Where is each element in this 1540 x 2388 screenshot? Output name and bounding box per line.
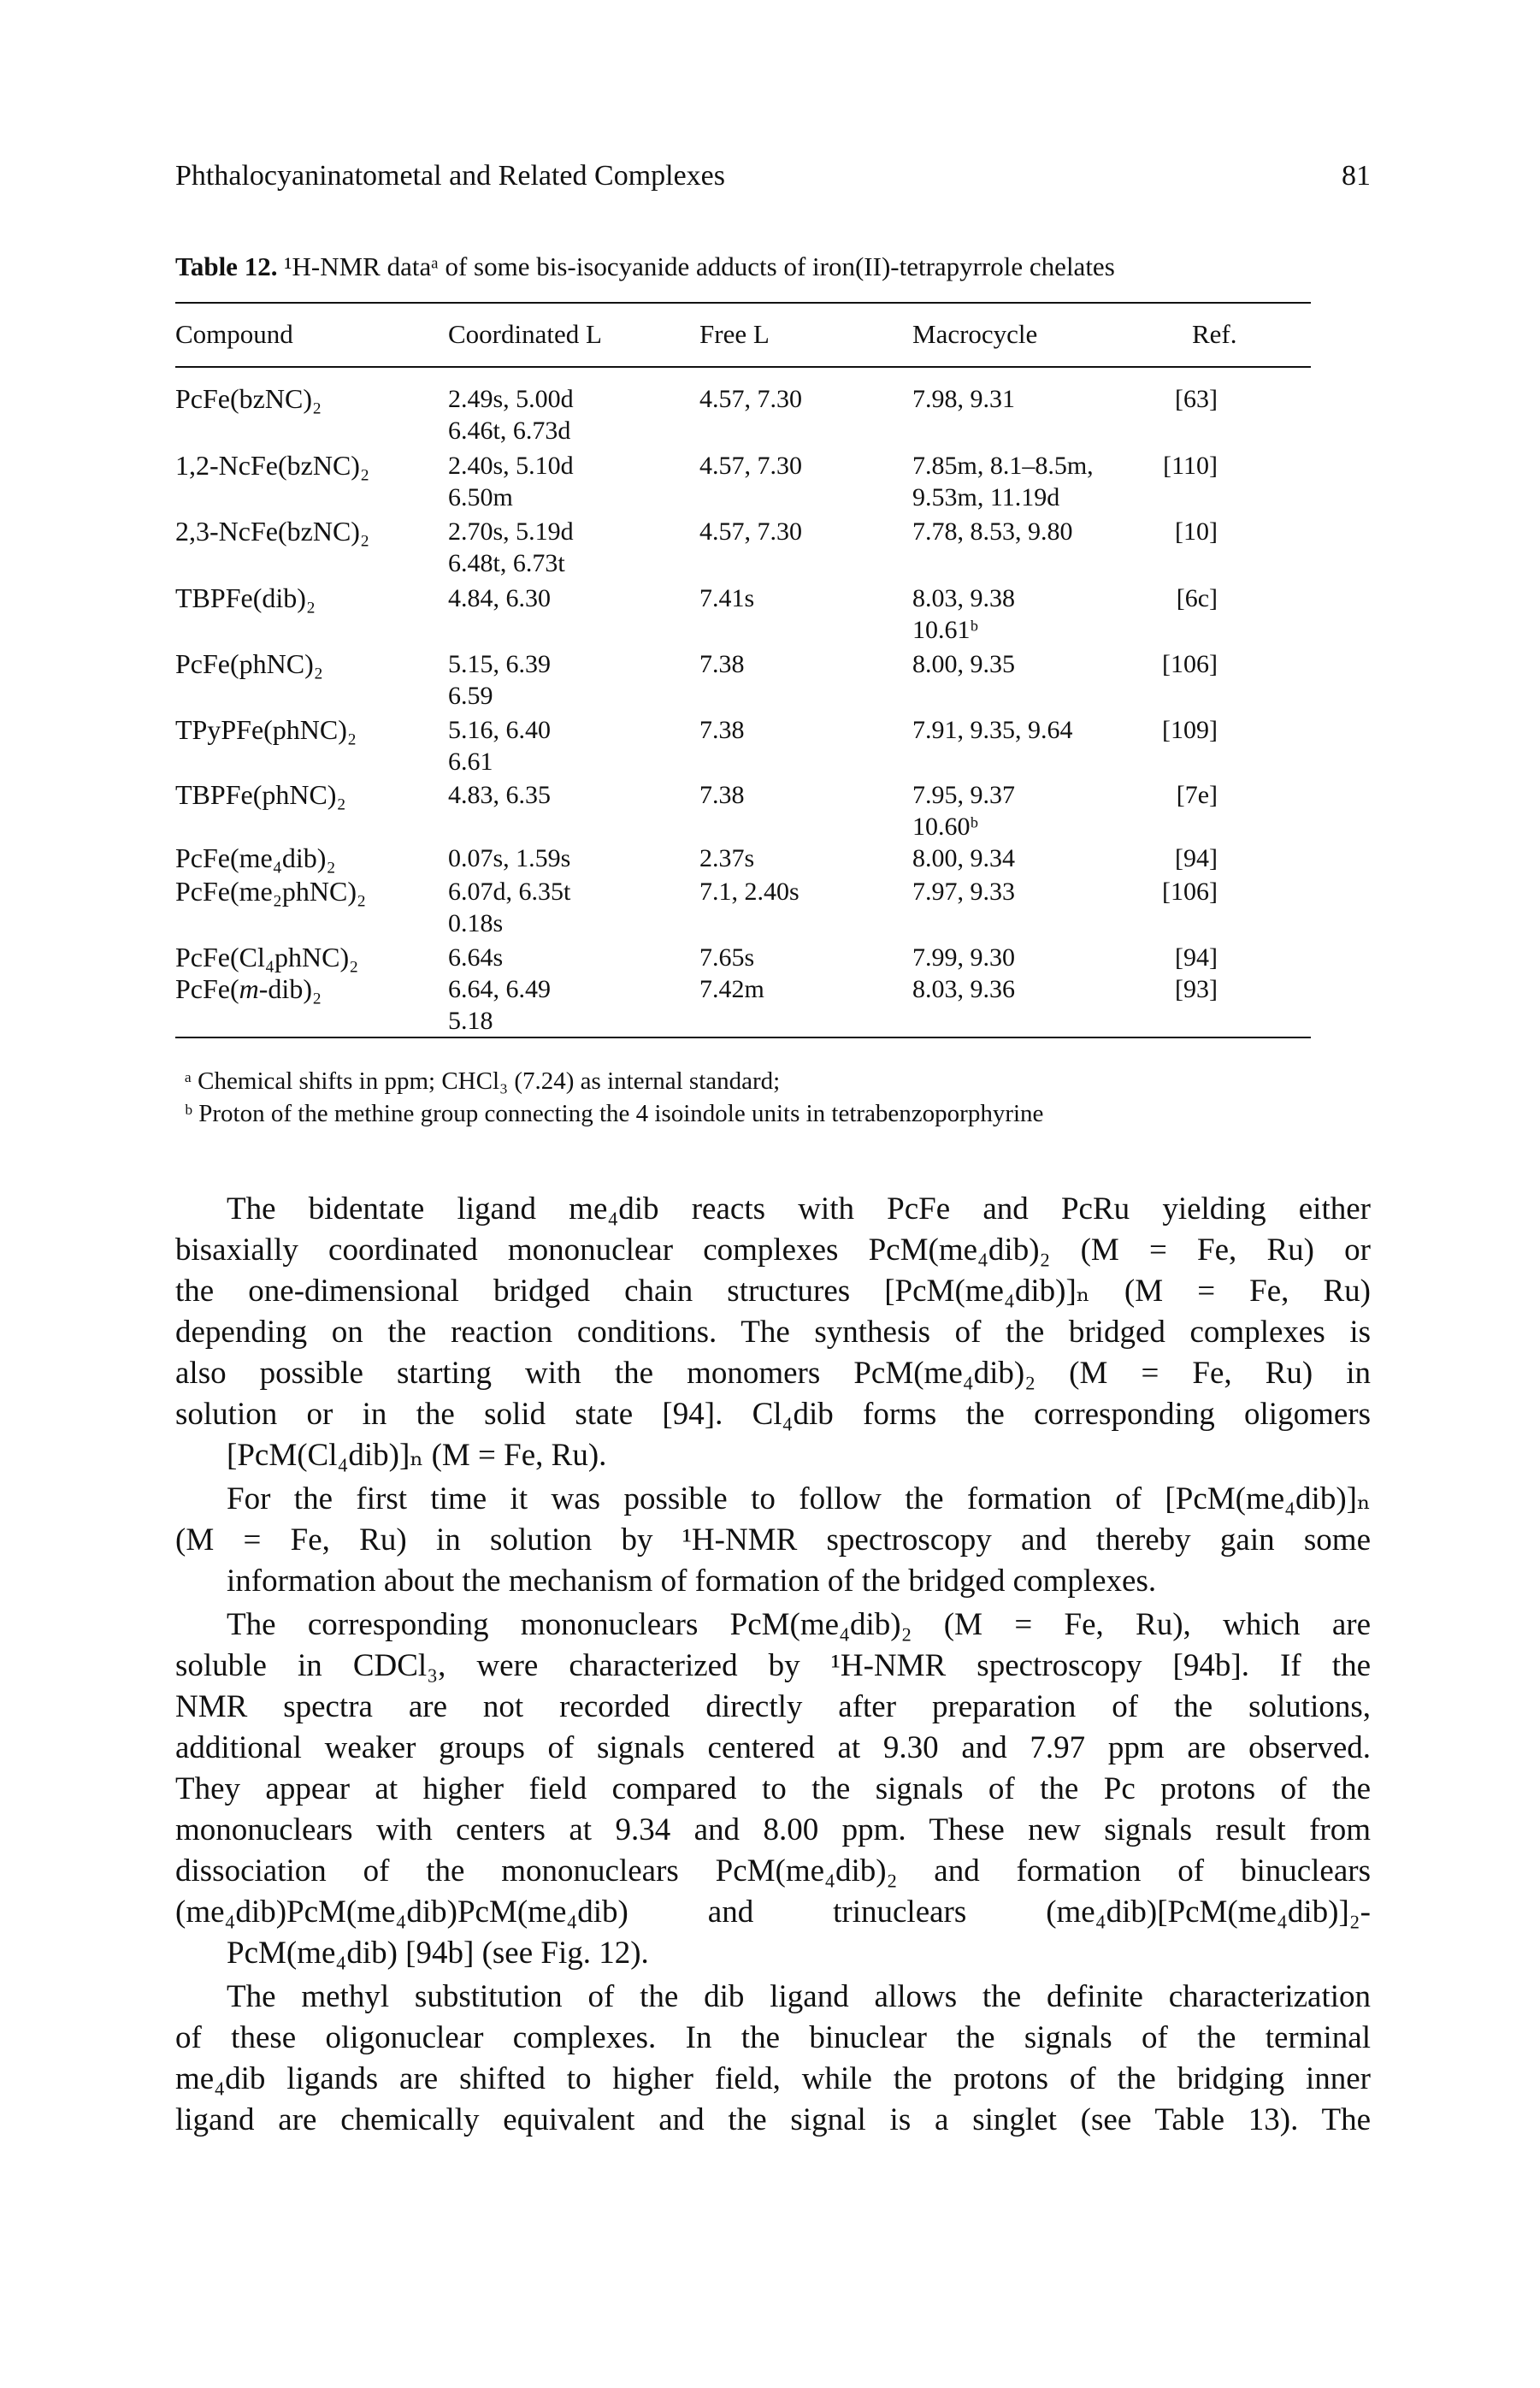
cell-macrocycle: 8.03, 9.38 10.61ᵇ — [912, 584, 1015, 644]
cell-coordinated-l: 6.07d, 6.35t 0.18s — [448, 878, 571, 937]
cell-compound: 2,3-NcFe(bzNC)₂ — [175, 516, 370, 547]
cell-compound: PcFe(m-dib)₂ — [175, 973, 322, 1004]
running-header: Phthalocyaninatometal and Related Comple… — [175, 157, 1371, 195]
cell-ref: [110] — [1163, 452, 1218, 480]
cell-free-l: 7.65s — [699, 943, 755, 972]
table-header-rule — [175, 366, 1311, 368]
cell-ref: [94] — [1175, 844, 1218, 872]
cell-coordinated-l: 2.40s, 5.10d 6.50m — [448, 452, 574, 511]
cell-coordinated-l: 4.83, 6.35 — [448, 781, 551, 809]
cell-free-l: 7.41s — [699, 584, 755, 612]
column-header-free-l: Free L — [699, 319, 770, 349]
cell-ref: [106] — [1162, 878, 1218, 906]
cell-ref: [63] — [1175, 385, 1218, 413]
column-header-macrocycle: Macrocycle — [912, 319, 1038, 349]
cell-free-l: 4.57, 7.30 — [699, 385, 802, 413]
table-caption: Table 12. ¹H-NMR dataᵃ of some bis-isocy… — [175, 250, 1371, 284]
table-footnote-b: ᵇ Proton of the methine group connecting… — [185, 1100, 1044, 1127]
cell-ref: [6c] — [1176, 584, 1218, 612]
cell-coordinated-l: 2.49s, 5.00d 6.46t, 6.73d — [448, 385, 574, 445]
cell-compound: PcFe(me₄dib)₂ — [175, 842, 336, 873]
cell-compound: TBPFe(phNC)₂ — [175, 779, 346, 810]
cell-coordinated-l: 2.70s, 5.19d 6.48t, 6.73t — [448, 517, 574, 577]
cell-macrocycle: 8.00, 9.34 — [912, 844, 1015, 872]
cell-ref: [7e] — [1176, 781, 1218, 809]
cell-free-l: 7.42m — [699, 975, 764, 1003]
table-header-row: Compound Coordinated L Free L Macrocycle… — [0, 317, 1540, 352]
cell-ref: [10] — [1175, 517, 1218, 546]
page-number: 81 — [1342, 160, 1371, 192]
table-body: PcFe(bzNC)₂ 2.49s, 5.00d 6.46t, 6.73d 4.… — [0, 383, 1540, 1035]
cell-macrocycle: 7.91, 9.35, 9.64 — [912, 716, 1073, 744]
cell-compound: TBPFe(dib)₂ — [175, 582, 316, 613]
cell-coordinated-l: 0.07s, 1.59s — [448, 844, 571, 872]
cell-compound: PcFe(phNC)₂ — [175, 648, 323, 679]
cell-free-l: 7.38 — [699, 781, 745, 809]
cell-macrocycle: 8.03, 9.36 — [912, 975, 1015, 1003]
cell-free-l: 7.38 — [699, 716, 745, 744]
table-bottom-rule — [175, 1037, 1311, 1038]
cell-coordinated-l: 4.84, 6.30 — [448, 584, 551, 612]
cell-ref: [106] — [1162, 650, 1218, 678]
cell-compound: TPyPFe(phNC)₂ — [175, 714, 357, 745]
cell-coordinated-l: 6.64s — [448, 943, 504, 972]
cell-macrocycle: 7.78, 8.53, 9.80 — [912, 517, 1073, 546]
cell-compound: 1,2-NcFe(bzNC)₂ — [175, 450, 370, 481]
cell-ref: [93] — [1175, 975, 1218, 1003]
cell-free-l: 4.57, 7.30 — [699, 517, 802, 546]
cell-macrocycle: 7.98, 9.31 — [912, 385, 1015, 413]
table-footnote-a: ᵃ Chemical shifts in ppm; CHCl₃ (7.24) a… — [185, 1067, 781, 1095]
cell-coordinated-l: 5.16, 6.40 6.61 — [448, 716, 551, 776]
table-label: Table 12. — [175, 251, 278, 281]
cell-macrocycle: 8.00, 9.35 — [912, 650, 1015, 678]
paragraph: The bidentate ligand me₄dib reacts with … — [175, 1191, 1371, 1473]
running-title: Phthalocyaninatometal and Related Comple… — [175, 160, 725, 192]
cell-macrocycle: 7.99, 9.30 — [912, 943, 1015, 972]
paragraph: The corresponding mononuclears PcM(me₄di… — [175, 1607, 1371, 1971]
paragraph: For the first time it was possible to fo… — [175, 1481, 1371, 1599]
column-header-coordinated-l: Coordinated L — [448, 319, 602, 349]
cell-free-l: 2.37s — [699, 844, 755, 872]
table-caption-text: ¹H-NMR dataᵃ of some bis-isocyanide addu… — [284, 251, 1115, 281]
column-header-ref: Ref. — [1192, 319, 1237, 349]
column-header-compound: Compound — [175, 319, 293, 349]
cell-coordinated-l: 5.15, 6.39 6.59 — [448, 650, 551, 710]
cell-free-l: 7.38 — [699, 650, 745, 678]
cell-ref: [109] — [1162, 716, 1218, 744]
body-text: The bidentate ligand me₄dib reacts with … — [175, 1189, 1371, 2143]
paragraph: The methyl substitution of the dib ligan… — [175, 1979, 1371, 2137]
cell-macrocycle: 7.95, 9.37 10.60ᵇ — [912, 781, 1015, 841]
cell-free-l: 4.57, 7.30 — [699, 452, 802, 480]
cell-compound: PcFe(bzNC)₂ — [175, 383, 322, 414]
cell-macrocycle: 7.97, 9.33 — [912, 878, 1015, 906]
cell-coordinated-l: 6.64, 6.49 5.18 — [448, 975, 551, 1035]
cell-compound: PcFe(me₂phNC)₂ — [175, 876, 367, 907]
table-top-rule — [175, 302, 1311, 304]
cell-ref: [94] — [1175, 943, 1218, 972]
cell-compound: PcFe(Cl₄phNC)₂ — [175, 942, 359, 972]
cell-free-l: 7.1, 2.40s — [699, 878, 800, 906]
cell-macrocycle: 7.85m, 8.1–8.5m, 9.53m, 11.19d — [912, 452, 1094, 511]
